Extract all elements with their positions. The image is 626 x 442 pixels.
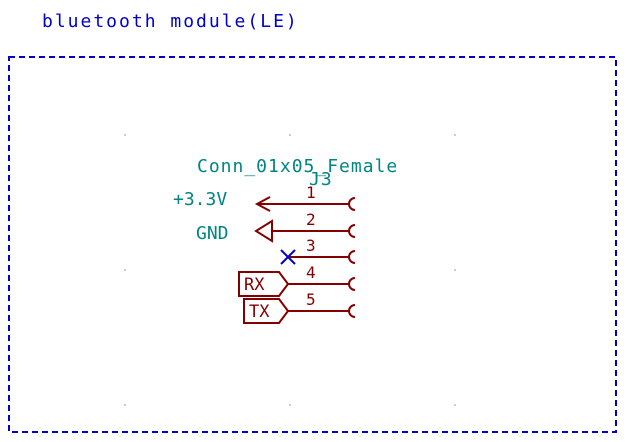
- triangle-left-icon: [254, 219, 273, 243]
- pin-1[interactable]: 1: [264, 183, 356, 211]
- sheet-title: bluetooth module(LE): [42, 11, 299, 32]
- power-gnd-symbol[interactable]: GND: [196, 219, 273, 244]
- tx-label-text: TX: [249, 302, 270, 322]
- sheet-border[interactable]: [8, 56, 617, 433]
- connector-j3[interactable]: 1 2 3 4 5: [264, 183, 356, 318]
- no-connect-marker[interactable]: [280, 249, 296, 265]
- rx-label-text: RX: [244, 275, 265, 295]
- label-arrow-shape: [238, 271, 290, 297]
- label-arrow-shape: [243, 298, 290, 324]
- pin-5-number: 5: [306, 290, 316, 309]
- pin-5[interactable]: 5: [288, 290, 356, 318]
- rx-label[interactable]: RX: [238, 271, 290, 297]
- tx-label[interactable]: TX: [243, 298, 290, 324]
- power-gnd-label: GND: [196, 223, 229, 244]
- pin-3[interactable]: 3: [288, 236, 356, 264]
- power-3v3-label: +3.3V: [173, 189, 227, 210]
- pin-2-number: 2: [306, 210, 316, 229]
- pin-2[interactable]: 2: [272, 210, 356, 238]
- component-value: Conn_01x05_Female: [197, 156, 398, 177]
- grid-dots: [124, 134, 456, 406]
- pin-4-number: 4: [306, 263, 316, 282]
- component-reference: J3: [309, 169, 333, 190]
- pin-1-number: 1: [306, 183, 316, 202]
- pin-3-number: 3: [306, 236, 316, 255]
- pin-4[interactable]: 4: [288, 263, 356, 291]
- power-3v3-symbol[interactable]: +3.3V: [173, 189, 271, 212]
